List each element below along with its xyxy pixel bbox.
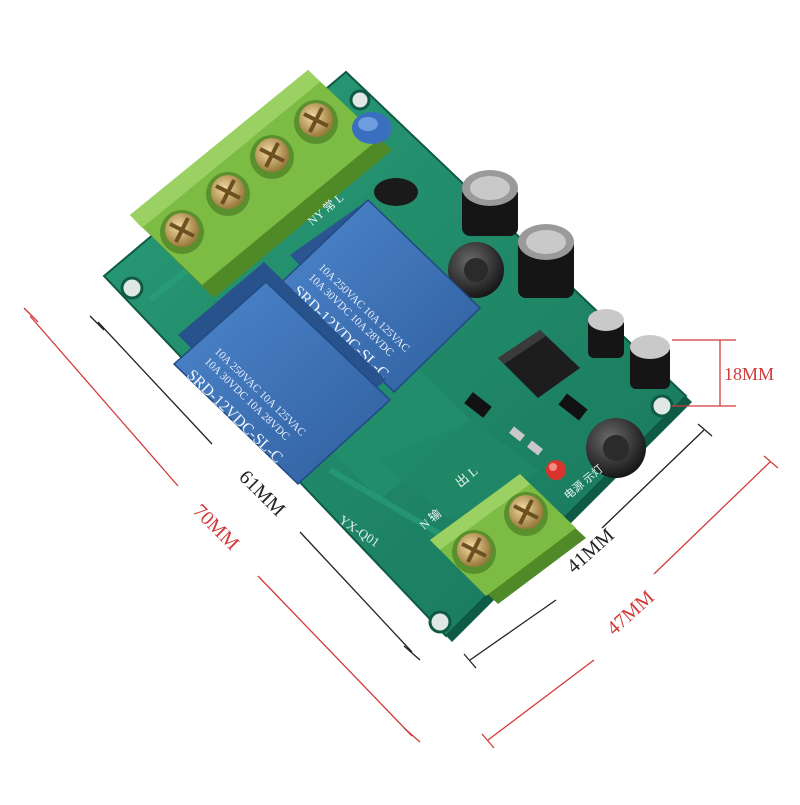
screw-1 [160,210,204,254]
dimension-41mm [463,423,713,669]
dimension-61mm-label: 61MM [234,466,289,521]
dimension-18mm [672,339,736,407]
mounting-holes [120,89,674,634]
transistor [374,178,418,206]
dimension-47mm-label: 47MM [603,586,659,640]
capacitor-3 [588,309,624,358]
capacitor-4 [630,335,670,389]
capacitor-1 [462,170,518,236]
capacitor-2 [518,224,574,298]
screw-3 [250,135,294,179]
terminal-block-2pos [430,474,586,604]
terminal-block-4pos [130,70,392,298]
capacitors [448,170,670,478]
dimension-70mm [23,307,421,743]
dimension-18mm-label: 18MM [724,364,774,384]
dimension-61mm [89,315,421,661]
screw-2 [206,172,250,216]
screw-4 [294,100,338,144]
blue-capacitor [352,112,392,144]
dimension-70mm-label: 70MM [188,500,243,555]
screw-5 [452,530,496,574]
regulator-ic [498,330,580,398]
power-led [546,460,566,480]
screw-6 [504,492,548,536]
smd-parts [464,392,588,456]
inductor-2 [586,418,646,478]
inductor-1 [448,242,504,298]
dimension-47mm [481,455,779,749]
